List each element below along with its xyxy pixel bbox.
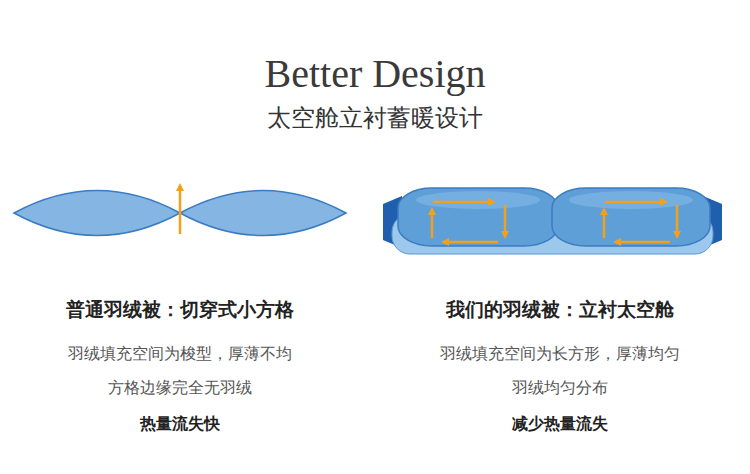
emphasis-text: 减少热量流失 [512,414,608,433]
body-text: 方格边缘完全无羽绒 [108,378,252,397]
column-heading: 普通羽绒被：切穿式小方格 [66,298,294,321]
body-text: 羽绒填充空间为长方形，厚薄均匀 [440,344,680,363]
capsule-quilt [383,188,722,254]
body-text: 羽绒填充空间为梭型，厚薄不均 [68,344,292,363]
ordinary-quilt [14,186,346,236]
subtitle: 太空舱立衬蓄暖设计 [267,104,483,133]
emphasis-text: 热量流失快 [140,414,220,433]
column-heading: 我们的羽绒被：立衬太空舱 [446,298,674,321]
title: Better Design [264,50,485,98]
body-text: 羽绒均匀分布 [512,378,608,397]
